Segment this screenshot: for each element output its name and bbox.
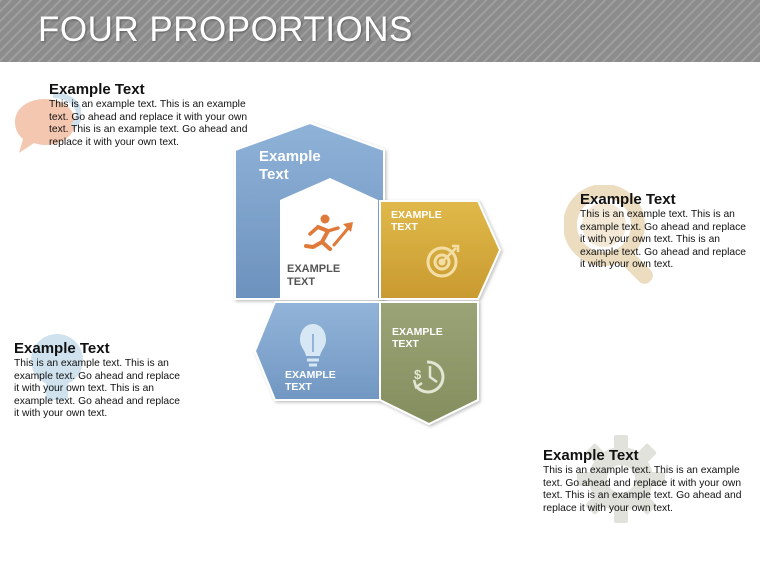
segment-olive-label: EXAMPLE TEXT [392,326,446,350]
segment-blue-top-label: Example Text [259,148,325,183]
callout-left: Example Text This is an example text. Th… [14,334,184,421]
magnifier-icon [564,185,653,284]
callout-body: This is an example text. This is an exam… [543,465,742,514]
svg-text:$: $ [414,367,422,382]
lightbulb-icon [31,334,83,400]
lightbulb-icon [300,324,326,367]
callout-right: Example Text This is an example text. Th… [564,185,752,284]
page-title: FOUR PROPORTIONS [38,10,413,49]
callout-bottom-right: Example Text This is an example text. Th… [543,435,748,523]
running-man-icon [304,214,353,251]
callout-body: This is an example text. This is an exam… [14,358,181,420]
callout-heading: Example Text [14,340,110,357]
segment-white-center [280,178,378,299]
callout-heading: Example Text [543,447,639,464]
callout-heading: Example Text [580,191,676,208]
title-bar: FOUR PROPORTIONS [0,0,760,62]
segment-blue-bottom-label: EXAMPLE TEXT [285,369,339,393]
segment-gold-label: EXAMPLE TEXT [391,209,445,233]
segment-gold [379,200,502,300]
gear-icon [577,435,665,523]
callout-body: This is an example text. This is an exam… [49,99,248,148]
callout-heading: Example Text [49,81,145,98]
target-icon [426,244,460,278]
dollar-clock-icon: $ [412,360,445,394]
callout-body: This is an example text. This is an exam… [580,209,747,271]
speech-bubble-icon [15,93,81,153]
segment-center-label: EXAMPLE TEXT [287,263,343,288]
callout-top-left: Example Text This is an example text. Th… [15,81,254,153]
